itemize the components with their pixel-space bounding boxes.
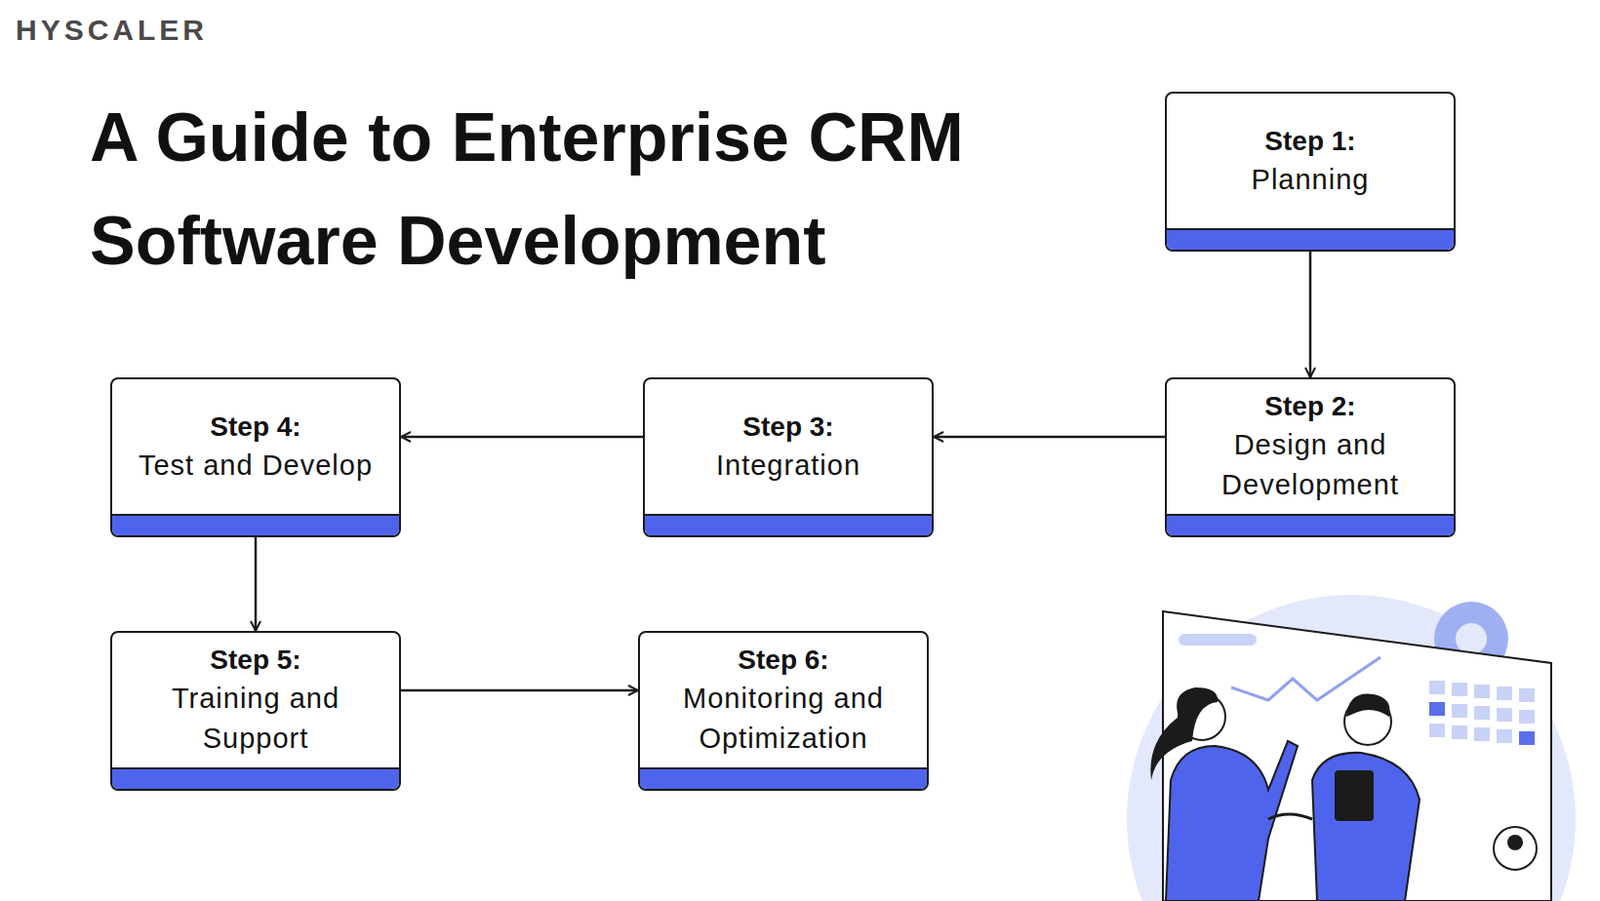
person-man (1268, 693, 1420, 901)
logo-text: HYSCALER (15, 13, 208, 47)
step-heading: Step 1: (1264, 122, 1356, 160)
step-name: Monitoring and Optimization (653, 679, 914, 760)
accent-strip (112, 514, 400, 536)
process-box: Step 4:Test and Develop (110, 377, 401, 538)
step-heading: Step 4: (209, 408, 301, 446)
person-woman (1150, 687, 1298, 901)
process-box: Step 2:Design and Development (1164, 377, 1456, 538)
step-name: Test and Develop (138, 445, 373, 486)
step-heading: Step 6: (737, 641, 829, 680)
step-name: Training and Support (125, 679, 386, 760)
dashboard-panel (1162, 611, 1552, 901)
avatar-head (1507, 835, 1523, 851)
box-content: Step 2:Design and Development (1166, 379, 1454, 515)
calendar-grid (1429, 680, 1535, 746)
accent-strip (640, 767, 927, 790)
step-name: Planning (1251, 160, 1370, 200)
accent-strip (1166, 228, 1454, 250)
chart-line (1231, 657, 1381, 701)
box-content: Step 1:Planning (1166, 93, 1454, 229)
flow-arrow (400, 689, 639, 693)
step-heading: Step 3: (742, 408, 834, 446)
diagram-title: A Guide to Enterprise CRM Software Devel… (89, 85, 1144, 293)
accent-strip (112, 767, 400, 790)
accent-strip (1166, 514, 1454, 536)
flow-arrow (400, 436, 643, 440)
step-name: Design and Development (1180, 425, 1440, 506)
step-heading: Step 2: (1264, 388, 1356, 426)
box-content: Step 6:Monitoring and Optimization (640, 633, 927, 768)
flow-arrow (1309, 251, 1313, 378)
step-heading: Step 5: (209, 641, 301, 680)
box-content: Step 5:Training and Support (112, 633, 400, 768)
box-content: Step 4:Test and Develop (112, 379, 400, 515)
box-content: Step 3:Integration (644, 379, 932, 515)
avatar-icon (1493, 827, 1537, 871)
backdrop-circle (1126, 595, 1576, 901)
process-box: Step 5:Training and Support (110, 631, 401, 792)
process-box: Step 3:Integration (642, 377, 934, 538)
accent-strip (644, 514, 932, 536)
process-box: Step 1:Planning (1164, 91, 1456, 252)
flow-arrow (933, 436, 1165, 440)
step-name: Integration (716, 445, 861, 486)
flow-arrow (254, 537, 258, 632)
process-box: Step 6:Monitoring and Optimization (638, 631, 929, 792)
panel-bar (1178, 634, 1257, 646)
